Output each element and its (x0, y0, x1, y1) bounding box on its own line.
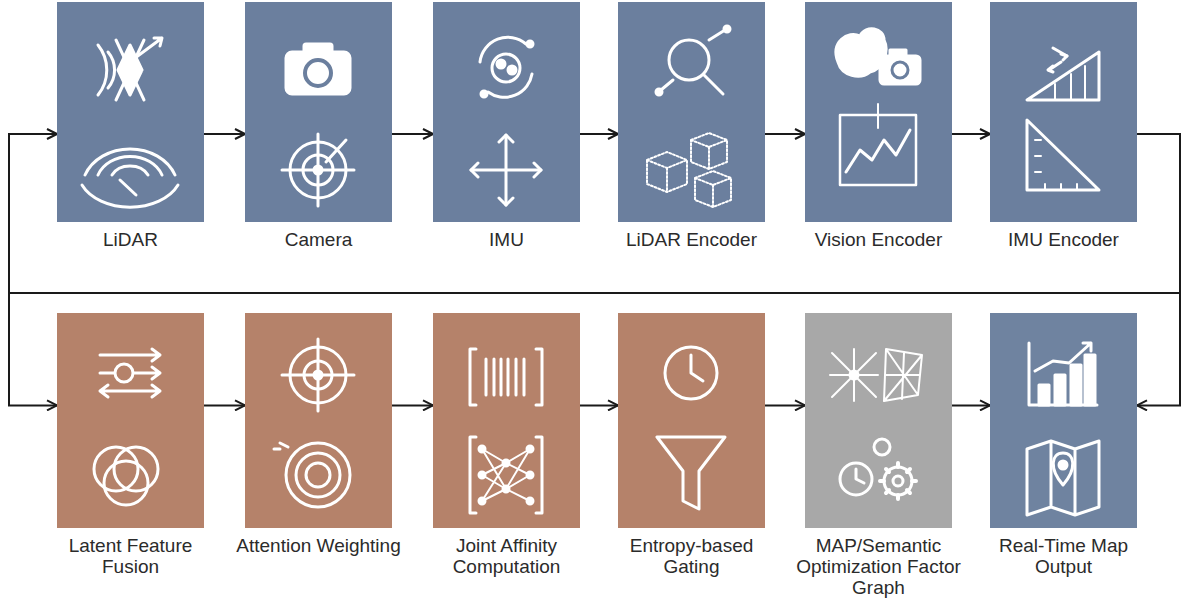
node-label: LiDAR (45, 230, 216, 251)
flow-arrow (1137, 134, 1180, 405)
flow-arrow (765, 404, 805, 406)
sensor-box: Vision Encoder (805, 2, 952, 222)
node-label: Latent Feature Fusion (45, 536, 216, 578)
node-label: MAP/Semantic Optimization Factor Graph (793, 536, 964, 599)
affinity-icon (470, 349, 542, 513)
map-output-icon (1027, 343, 1099, 515)
flow-arrow (765, 133, 805, 135)
node-label: Joint Affinity Computation (421, 536, 592, 578)
node-label: IMU (421, 230, 592, 251)
lidar-icon (82, 38, 178, 207)
node-label: IMU Encoder (978, 230, 1149, 251)
camera-icon (282, 44, 354, 206)
process-box: Attention Weighting (245, 313, 392, 528)
node-label: Vision Encoder (793, 230, 964, 251)
attention-icon (274, 339, 354, 507)
flow-arrow (392, 133, 433, 135)
sensor-box: LiDAR (57, 2, 204, 222)
node-label: LiDAR Encoder (606, 230, 777, 251)
process-box: Joint Affinity Computation (433, 313, 580, 528)
flow-arrow (580, 404, 618, 406)
flow-arrow (204, 133, 245, 135)
sensor-box: IMU Encoder (990, 2, 1137, 222)
flow-arrow (580, 133, 618, 135)
imu-icon (471, 37, 541, 205)
imu-encoder-icon (1027, 48, 1099, 190)
node-label: Entropy-based Gating (606, 536, 777, 578)
gating-icon (657, 347, 725, 509)
flow-arrow (204, 404, 245, 406)
node-label: Real-Time Map Output (978, 536, 1149, 578)
sensor-box: LiDAR Encoder (618, 2, 765, 222)
process-box: Latent Feature Fusion (57, 313, 204, 528)
sensor-box: IMU (433, 2, 580, 222)
flow-arrow (952, 133, 990, 135)
encoder-icon (647, 26, 731, 207)
node-label: Attention Weighting (233, 536, 404, 557)
process-box: Real-Time Map Output (990, 313, 1137, 528)
flow-arrow (952, 404, 990, 406)
node-label: Camera (233, 230, 404, 251)
factor-graph-icon (830, 349, 922, 499)
process-box: Entropy-based Gating (618, 313, 765, 528)
flow-arrow (392, 404, 433, 406)
process-box: MAP/Semantic Optimization Factor Graph (805, 313, 952, 528)
sensor-box: Camera (245, 2, 392, 222)
vision-encoder-icon (836, 29, 920, 185)
fusion-icon (94, 349, 160, 505)
